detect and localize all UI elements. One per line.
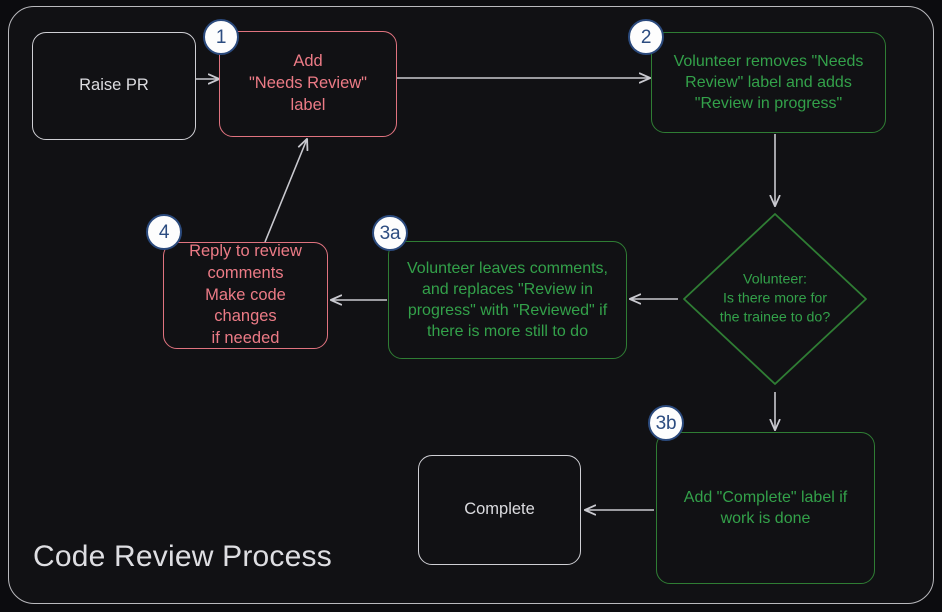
node-raise-pr[interactable]: Raise PR bbox=[32, 32, 196, 140]
node-volunteer-takes[interactable]: Volunteer removes "Needs Review" label a… bbox=[651, 32, 886, 133]
step-badge-3b[interactable]: 3b bbox=[648, 405, 684, 441]
node-volunteer-comments-label: Volunteer leaves comments, and replaces … bbox=[407, 259, 608, 341]
node-raise-pr-label: Raise PR bbox=[79, 76, 149, 95]
step-badge-2[interactable]: 2 bbox=[628, 19, 664, 55]
node-volunteer-takes-label: Volunteer removes "Needs Review" label a… bbox=[673, 52, 864, 113]
node-add-complete-label-label: Add "Complete" label if work is done bbox=[683, 488, 848, 527]
step-badge-4[interactable]: 4 bbox=[146, 214, 182, 250]
node-add-complete-label[interactable]: Add "Complete" label if work is done bbox=[656, 432, 875, 584]
diagram-title: Code Review Process bbox=[33, 540, 332, 573]
node-complete[interactable]: Complete bbox=[418, 455, 581, 565]
node-add-needs-review[interactable]: Add "Needs Review" label bbox=[219, 31, 397, 137]
node-volunteer-comments[interactable]: Volunteer leaves comments, and replaces … bbox=[388, 241, 627, 359]
node-decision-more-work-label: Volunteer: Is there more for the trainee… bbox=[719, 271, 831, 326]
diamond-shape bbox=[683, 213, 867, 385]
step-badge-1[interactable]: 1 bbox=[203, 19, 239, 55]
node-add-needs-review-label: Add "Needs Review" label bbox=[248, 52, 368, 114]
node-reply-to-comments[interactable]: Reply to review comments Make code chang… bbox=[163, 242, 328, 349]
step-badge-3a[interactable]: 3a bbox=[372, 215, 408, 251]
node-reply-to-comments-label: Reply to review comments Make code chang… bbox=[189, 242, 302, 348]
node-decision-more-work[interactable]: Volunteer: Is there more for the trainee… bbox=[680, 210, 870, 388]
node-complete-label: Complete bbox=[464, 500, 535, 519]
